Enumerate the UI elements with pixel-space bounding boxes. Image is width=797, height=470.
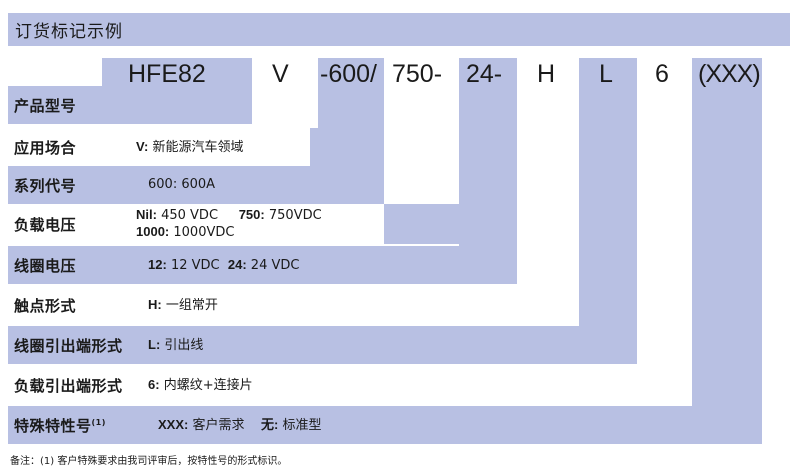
row-application-edge (310, 128, 318, 166)
code-column-l (579, 58, 637, 364)
code-750: 750- (392, 60, 443, 88)
row-product-model: 产品型号 (8, 86, 252, 124)
row-load-terminal: 负载引出端形式 6: 内螺纹+连接片 (8, 366, 692, 404)
code-l: L (599, 60, 613, 88)
row-coil-voltage: 线圈电压 12: 12 VDC 24: 24 VDC (8, 246, 517, 284)
row-application: 应用场合 V: 新能源汽车领域 (8, 128, 318, 166)
row-label: 负载电压 (14, 215, 77, 234)
row-load-voltage-edge (384, 204, 459, 244)
code-6: 6 (655, 60, 669, 88)
footnote: 备注：(1) 客户特殊要求由我司评审后，按特性号的形式标识。 (10, 456, 288, 467)
row-label: 产品型号 (14, 96, 77, 115)
row-special-feature: 特殊特性号(1) XXX: 客户需求 无: 标准型 (8, 406, 762, 444)
row-desc: XXX: 客户需求 无: 标准型 (158, 416, 322, 433)
row-coil-terminal: 线圈引出端形式 L: 引出线 (8, 326, 637, 364)
row-desc: 600: 600A (148, 177, 216, 192)
row-label: 线圈引出端形式 (14, 336, 123, 355)
row-desc: L: 引出线 (148, 336, 204, 353)
row-load-voltage: 负载电压 Nil: 450 VDC 750: 750VDC 1000: 1000… (8, 204, 459, 244)
row-desc: H: 一组常开 (148, 296, 218, 313)
row-label: 触点形式 (14, 296, 77, 315)
title-bar (8, 13, 790, 46)
row-label: 负载引出端形式 (14, 376, 123, 395)
code-hfe82: HFE82 (128, 60, 206, 88)
row-contact-form: 触点形式 H: 一组常开 (8, 286, 579, 324)
row-desc: Nil: 450 VDC 750: 750VDC 1000: 1000VDC (136, 207, 322, 240)
code-24: 24- (466, 60, 503, 88)
page-title: 订货标记示例 (15, 22, 123, 42)
row-label: 系列代号 (14, 176, 77, 195)
code-600: -600/ (320, 60, 377, 88)
code-h: H (537, 60, 556, 88)
row-desc: V: 新能源汽车领域 (136, 138, 244, 155)
row-label: 线圈电压 (14, 256, 77, 275)
code-column-xxx (692, 58, 762, 444)
row-series-code: 系列代号 600: 600A (8, 166, 384, 204)
row-desc: 6: 内螺纹+连接片 (148, 376, 253, 393)
code-xxx: (XXX) (698, 60, 761, 88)
row-desc: 12: 12 VDC 24: 24 VDC (148, 256, 300, 273)
code-v: V (272, 60, 289, 88)
row-label: 特殊特性号(1) (14, 416, 106, 435)
row-label: 应用场合 (14, 138, 77, 157)
